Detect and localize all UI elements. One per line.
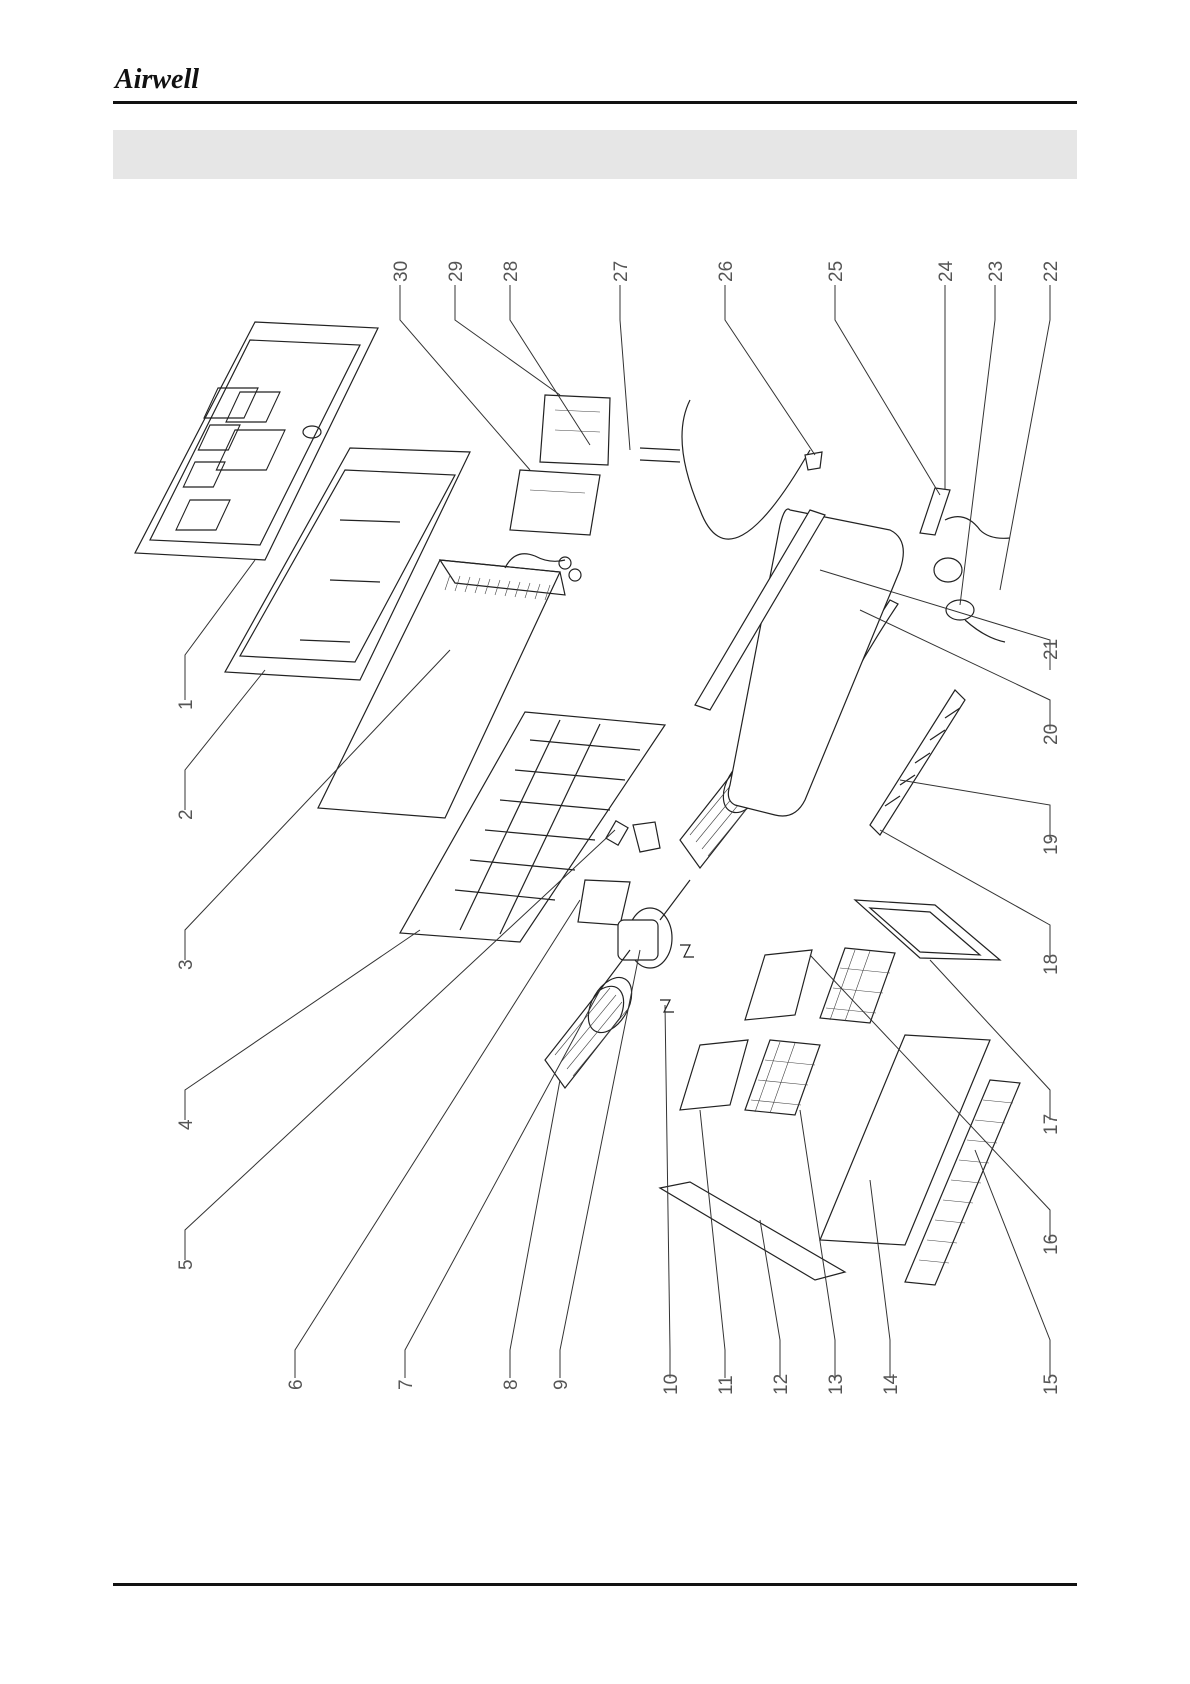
callout-30: 30 [391,261,412,282]
callout-26: 26 [716,261,737,282]
sensor [934,558,962,582]
callout-20: 20 [1041,724,1062,745]
callout-4: 4 [176,1119,197,1130]
callout-10: 10 [661,1374,682,1395]
side-cover-right [745,950,812,1020]
callout-29: 29 [446,261,467,282]
callout-24: 24 [936,260,957,282]
callout-11: 11 [716,1375,737,1395]
callout-28: 28 [501,261,522,282]
callout-14: 14 [881,1373,902,1395]
callout-15: 15 [1041,1374,1062,1395]
callout-25: 25 [826,261,847,282]
callout-8: 8 [501,1379,522,1390]
callout-6: 6 [286,1379,307,1390]
callout-2: 2 [176,809,197,820]
callout-7: 7 [396,1379,417,1390]
callout-13: 13 [826,1374,847,1395]
air-filter-right [820,948,895,1023]
cross-flow-fan-left [545,970,641,1088]
callout-9: 9 [551,1379,572,1390]
callout-12: 12 [771,1374,792,1395]
callout-17: 17 [1041,1114,1062,1135]
callout-27: 27 [611,261,632,282]
callout-3: 3 [176,959,197,970]
footer-rule [113,1583,1077,1586]
air-filter-left [745,1040,820,1115]
side-panel [660,1182,845,1280]
display-pcb [920,488,1010,538]
callout-16: 16 [1041,1234,1062,1255]
louver-assembly [870,690,965,835]
swing-motor [946,600,1005,642]
callout-21: 21 [1041,639,1062,660]
side-cover-left [680,1040,748,1110]
callout-18: 18 [1041,954,1062,975]
front-cover [728,509,903,816]
control-box [510,395,610,535]
callout-22: 22 [1041,261,1062,282]
callout-23: 23 [986,261,1007,282]
callout-1: 1 [176,699,197,710]
callout-5: 5 [176,1259,197,1270]
callout-19: 19 [1041,834,1062,855]
